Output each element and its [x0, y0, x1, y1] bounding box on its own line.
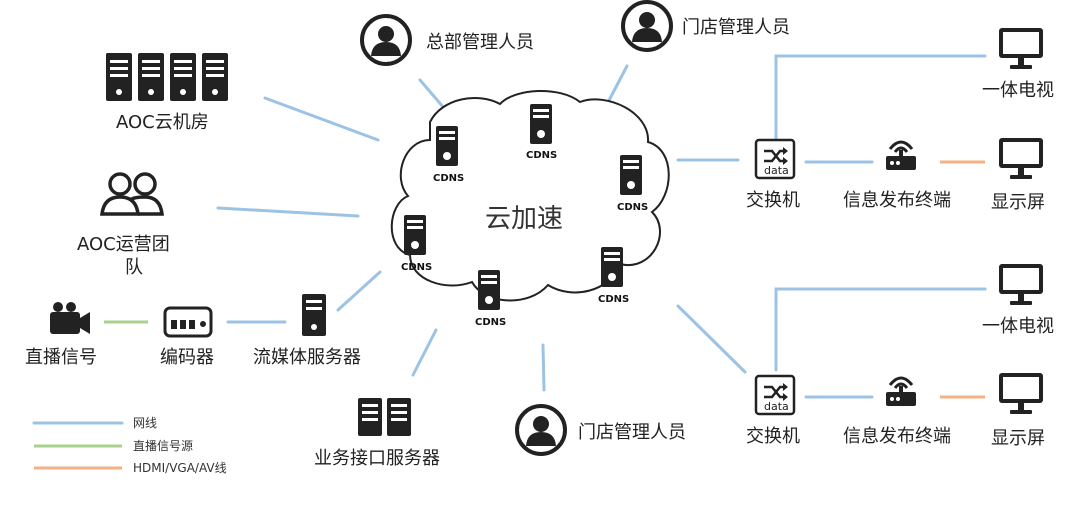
aoc-team-label-line1: AOC运营团 [77, 234, 170, 255]
cdns-server-icon [601, 247, 623, 287]
publisher-bottom: 信息发布终端 [843, 376, 951, 447]
store-admin-bottom: 门店管理人员 [515, 404, 686, 456]
cdns-node: CDNS [617, 155, 648, 213]
tv-top-label: 一体电视 [982, 80, 1054, 101]
line-store-bottom-cloud [541, 343, 546, 392]
router-icon [884, 140, 918, 172]
monitor-icon [999, 28, 1043, 69]
display-top: 显示屏 [991, 138, 1045, 213]
cdns-label: CDNS [475, 317, 506, 328]
team-icon [100, 172, 164, 216]
cdns-server-icon [478, 270, 500, 310]
aoc-datacenter: AOC云机房 [106, 53, 228, 133]
person-icon [360, 14, 412, 66]
publisher-top: 信息发布终端 [843, 140, 951, 211]
cdns-node: CDNS [526, 104, 557, 161]
line-cloud-switch-bottom [676, 304, 747, 374]
store-admin-bottom-label: 门店管理人员 [578, 422, 686, 443]
live-signal-label: 直播信号 [25, 347, 97, 368]
person-icon [621, 0, 673, 52]
live-signal: 直播信号 [25, 302, 97, 368]
encoder-label: 编码器 [160, 347, 214, 368]
server-pair-icon [358, 398, 411, 436]
network-lines [32, 54, 987, 425]
line-datacenter-cloud [263, 96, 380, 142]
business-api-server: 业务接口服务器 [314, 398, 440, 469]
monitor-icon [999, 264, 1043, 305]
tv-top: 一体电视 [982, 28, 1054, 101]
monitor-icon [999, 373, 1043, 414]
cdns-label: CDNS [617, 202, 648, 213]
cdns-server-icon [530, 104, 552, 144]
publisher-bottom-label: 信息发布终端 [843, 426, 951, 447]
line-switch-bottom-tv [774, 287, 987, 372]
store-admin-top: 门店管理人员 [621, 0, 790, 52]
video-camera-icon [50, 302, 90, 334]
person-icon [515, 404, 567, 456]
cdns-node: CDNS [433, 126, 464, 184]
cdns-node: CDNS [475, 270, 506, 328]
server-rack-icon [106, 53, 228, 101]
live-lines [34, 320, 148, 448]
display-bottom-label: 显示屏 [991, 428, 1045, 449]
encoder-icon [163, 306, 213, 338]
display-top-label: 显示屏 [991, 192, 1045, 213]
switch-icon-text: data [764, 400, 789, 413]
cdns-node: CDNS [598, 247, 629, 305]
legend-label-live: 直播信号源 [133, 439, 193, 453]
publisher-top-label: 信息发布终端 [843, 190, 951, 211]
line-hq-cloud [418, 78, 446, 110]
hq-admin-label: 总部管理人员 [426, 32, 534, 53]
switch-icon-text: data [764, 164, 789, 177]
cdns-server-icon [436, 126, 458, 166]
monitor-icon [999, 138, 1043, 179]
router-icon [884, 376, 918, 408]
hdmi-lines [34, 160, 985, 470]
tv-bottom-label: 一体电视 [982, 316, 1054, 337]
legend-label-hdmi: HDMI/VGA/AV线 [133, 461, 227, 475]
line-team-cloud [216, 206, 360, 218]
hq-admin: 总部管理人员 [360, 14, 534, 66]
cdns-node: CDNS [401, 215, 432, 273]
cdns-label: CDNS [598, 294, 629, 305]
aoc-team-label-line2: 队 [125, 257, 143, 278]
cdns-server-icon [404, 215, 426, 255]
line-streaming-cloud [336, 270, 382, 312]
switch-top-label: 交换机 [746, 190, 800, 211]
cdns-server-icon [620, 155, 642, 195]
store-admin-top-label: 门店管理人员 [682, 17, 790, 38]
display-bottom: 显示屏 [991, 373, 1045, 449]
line-api-cloud [411, 328, 438, 377]
switch-top: data 交换机 [746, 138, 800, 211]
legend: 网线 直播信号源 HDMI/VGA/AV线 [133, 416, 227, 475]
switch-bottom-label: 交换机 [746, 426, 800, 447]
aoc-datacenter-label: AOC云机房 [116, 112, 209, 133]
tv-bottom: 一体电视 [982, 264, 1054, 337]
aoc-team: AOC运营团 队 [77, 172, 170, 278]
cdns-label: CDNS [526, 150, 557, 161]
cdns-label: CDNS [401, 262, 432, 273]
business-api-server-label: 业务接口服务器 [314, 448, 440, 469]
server-icon [302, 294, 326, 336]
encoder: 编码器 [160, 306, 214, 368]
switch-bottom: data 交换机 [746, 374, 800, 447]
cloud-label: 云加速 [485, 204, 563, 234]
streaming-server: 流媒体服务器 [253, 294, 361, 368]
line-switch-top-tv [774, 54, 987, 140]
legend-label-network: 网线 [133, 416, 157, 430]
cdns-label: CDNS [433, 173, 464, 184]
streaming-server-label: 流媒体服务器 [253, 347, 361, 368]
